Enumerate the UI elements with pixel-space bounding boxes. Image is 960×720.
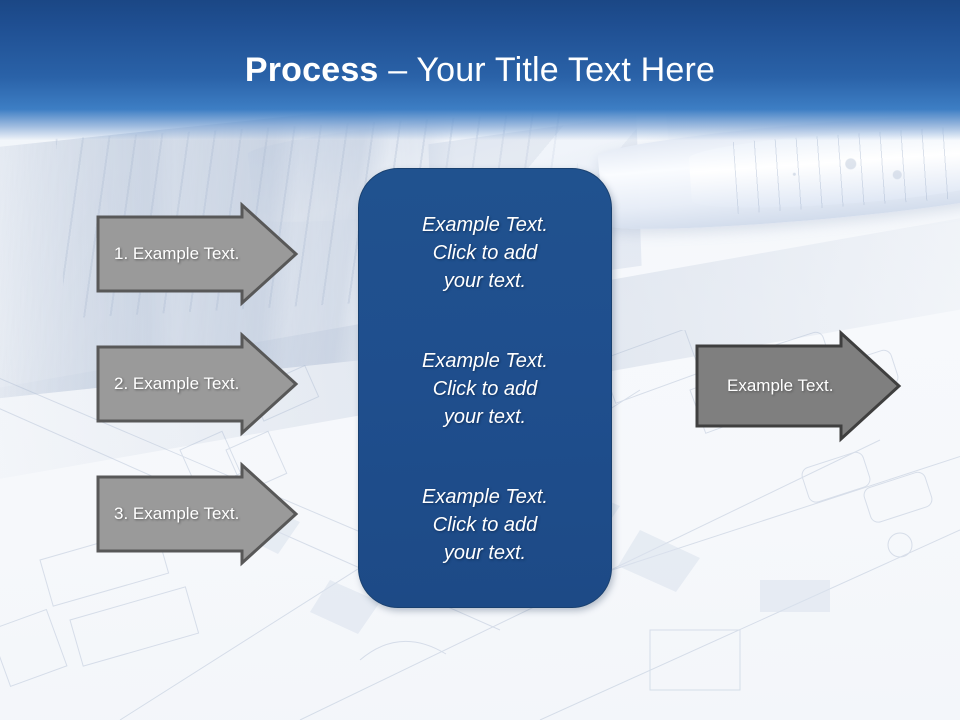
panel-text-block-2-line-3: your text. <box>443 406 527 428</box>
page-title-rest: – Your Title Text Here <box>378 51 716 89</box>
center-content-panel[interactable]: Example Text. Click to add your text. Ex… <box>358 168 612 608</box>
panel-text-block-1-line-2: Click to add <box>432 242 538 264</box>
process-step-arrow-2-label: 2. Example Text. <box>114 374 240 393</box>
page-title-bold: Process <box>244 51 379 89</box>
process-step-arrow-3[interactable]: 3. Example Text. <box>96 461 299 567</box>
process-step-arrow-1[interactable]: 1. Example Text. <box>96 201 299 307</box>
panel-text-block-1-line-1: Example Text. <box>422 214 548 236</box>
arrow-right-shape-icon <box>695 329 902 443</box>
arrow-right-shape-icon <box>96 201 299 307</box>
title-band: Process – Your Title Text Here <box>0 0 960 140</box>
panel-text-block-1-line-3: your text. <box>443 270 527 292</box>
panel-text-block-3-line-3: your text. <box>443 542 527 564</box>
panel-text-block-3-line-1: Example Text. <box>422 486 548 508</box>
process-step-arrow-2[interactable]: 2. Example Text. <box>96 331 299 437</box>
arrow-right-shape-icon <box>96 461 299 567</box>
arrow-right-shape-icon <box>96 331 299 437</box>
process-step-arrow-3-label: 3. Example Text. <box>114 504 240 523</box>
panel-text-block-2: Example Text. Click to add your text. <box>379 347 591 431</box>
process-output-arrow[interactable]: Example Text. <box>695 329 902 443</box>
process-output-arrow-label: Example Text. <box>727 376 834 395</box>
panel-text-block-2-line-2: Click to add <box>432 378 538 400</box>
process-step-arrow-1-label: 1. Example Text. <box>114 244 240 263</box>
panel-text-block-1: Example Text. Click to add your text. <box>379 211 591 295</box>
page-title: Process – Your Title Text Here <box>0 50 960 90</box>
panel-text-block-2-line-1: Example Text. <box>422 350 548 372</box>
panel-text-block-3: Example Text. Click to add your text. <box>379 483 591 567</box>
background-roll-detail <box>757 131 953 209</box>
panel-text-block-3-line-2: Click to add <box>432 514 538 536</box>
